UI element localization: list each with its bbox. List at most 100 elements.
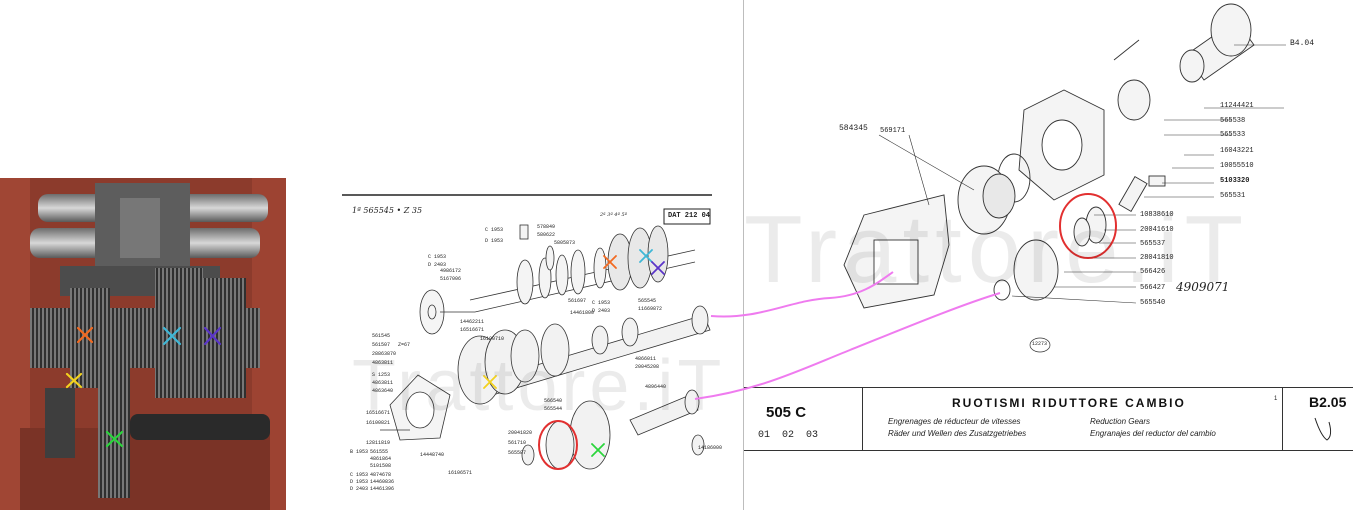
highlight-circle-right	[1059, 193, 1117, 259]
part-label: 565545	[638, 298, 657, 304]
part-label: 4896440	[645, 384, 667, 390]
part-label: D 2403	[350, 486, 369, 492]
part-label: 20045208	[635, 364, 660, 370]
connector-line-upper	[710, 271, 894, 318]
part-label: 14186000	[698, 445, 723, 451]
part-label: 5101508	[370, 463, 392, 469]
sheet-cell: B2.05	[1282, 388, 1353, 450]
part-label-right: 565531	[1220, 192, 1246, 200]
part-label: 4861864	[370, 456, 392, 462]
reduction-gears-drawing	[843, 3, 1286, 353]
part-label: 14461396	[370, 486, 395, 492]
part-label-right: 566426	[1140, 268, 1166, 276]
part-label: 4986172	[440, 268, 462, 274]
part-label-left: 584345	[839, 124, 868, 133]
part-label: D 2403	[428, 262, 447, 268]
part-label: C 1953	[428, 254, 447, 260]
model-cell: 505 C 01 02 03	[744, 388, 863, 450]
small-mark: 1	[1274, 396, 1278, 402]
part-label-right: 10838610	[1140, 211, 1174, 219]
gear-ratios-note: 2ª 3ª 4ª 5ª	[600, 212, 627, 218]
exploded-view-drawing	[342, 194, 712, 470]
part-label: S 1253	[372, 372, 391, 378]
part-label: Z=67	[398, 342, 411, 348]
panel-divider	[743, 0, 744, 510]
gearbox-photo	[0, 178, 286, 510]
part-label: 4863640	[372, 388, 394, 394]
part-label: 16100821	[366, 420, 391, 426]
handwritten-note: 4909071	[1176, 280, 1230, 294]
parts-diagram-dat: 1ª 565545 • Z 35 DAT 212 04 Trattore.iT …	[300, 0, 743, 510]
part-label: 14461800	[570, 310, 595, 316]
part-label-right: 28041810	[1140, 254, 1174, 262]
part-label: 11669872	[638, 306, 663, 312]
part-label: 580622	[537, 232, 556, 238]
sheet-number: B2.05	[1309, 394, 1347, 410]
part-label: 14460836	[370, 479, 395, 485]
part-label-right: 566427	[1140, 284, 1166, 292]
handwritten-mark	[1314, 417, 1332, 441]
part-label: C 1953	[485, 227, 504, 233]
part-label: C 1953	[350, 472, 369, 478]
part-label-right: 565533	[1220, 131, 1246, 139]
part-label: B 1953	[350, 449, 369, 455]
part-label-right: 16043221	[1220, 147, 1254, 155]
part-label: 561507	[372, 342, 391, 348]
part-label: 4866011	[635, 356, 657, 362]
circle-code: 12273	[1032, 341, 1048, 347]
part-label-right: 5103320	[1220, 177, 1250, 185]
part-label-top: B4.04	[1290, 39, 1315, 48]
gearbox-photo-drawing	[0, 178, 286, 510]
main-title: RUOTISMI RIDUTTORE CAMBIO	[952, 396, 1186, 410]
part-label-right: 565537	[1140, 240, 1166, 248]
part-label: 28863870	[372, 351, 397, 357]
part-label-right: 11244421	[1220, 102, 1254, 110]
part-label: 561710	[508, 440, 527, 446]
part-label: 20041820	[508, 430, 533, 436]
part-label-right: 565540	[1140, 299, 1166, 307]
title-en: Reduction Gears	[1090, 417, 1151, 426]
part-label: 16190710	[480, 336, 505, 342]
part-label: D 1953	[485, 238, 504, 244]
code-box-label: DAT 212 04	[668, 212, 711, 220]
part-label: C 1953	[592, 300, 611, 306]
part-label: 565587	[508, 450, 527, 456]
part-label: 578849	[537, 224, 556, 230]
watermark-middle: Trattore.iT	[352, 346, 726, 426]
part-label: 14448740	[420, 452, 445, 458]
part-label: 4863811	[372, 380, 394, 386]
description-cell: RUOTISMI RIDUTTORE CAMBIO Engrenages de …	[862, 388, 1282, 450]
parts-diagram-b205: Trattore.iT 584345 569171 B4.04 11244421…	[744, 0, 1353, 485]
part-label: 565544	[544, 406, 563, 412]
part-label: 561545	[372, 333, 391, 339]
part-label: D 1953	[350, 479, 369, 485]
title-block: 505 C 01 02 03 RUOTISMI RIDUTTORE CAMBIO…	[744, 387, 1353, 451]
part-label-right: 20041610	[1140, 226, 1174, 234]
part-label: 14462211	[460, 319, 485, 325]
title-es: Engranajes del reductor del cambio	[1090, 429, 1216, 438]
part-label: 566540	[544, 398, 563, 404]
part-label-left: 569171	[880, 127, 906, 135]
part-label-right: 565538	[1220, 117, 1246, 125]
highlight-circle-middle	[538, 420, 578, 470]
top-note: 1ª 565545 • Z 35	[352, 206, 423, 215]
part-label: 561555	[370, 449, 389, 455]
part-label: 4874678	[370, 472, 392, 478]
part-label: 16516671	[366, 410, 391, 416]
part-label: 12811819	[366, 440, 391, 446]
part-label: 16106571	[448, 470, 473, 476]
part-label: D 2403	[592, 308, 611, 314]
connector-line-lower	[694, 292, 1001, 400]
title-fr: Engrenages de réducteur de vitesses	[888, 417, 1021, 426]
watermark-right: Trattore.iT	[744, 196, 1250, 303]
part-label: 16516671	[460, 327, 485, 333]
part-label: 4863811	[372, 360, 394, 366]
part-label: 5805873	[554, 240, 576, 246]
part-label-right: 10055510	[1220, 162, 1254, 170]
title-de: Räder und Wellen des Zusatzgetriebes	[888, 429, 1027, 438]
model-codes: 01 02 03	[758, 430, 819, 441]
part-label: 5167006	[440, 276, 462, 282]
part-label: 561697	[568, 298, 587, 304]
model-name: 505 C	[766, 404, 807, 421]
